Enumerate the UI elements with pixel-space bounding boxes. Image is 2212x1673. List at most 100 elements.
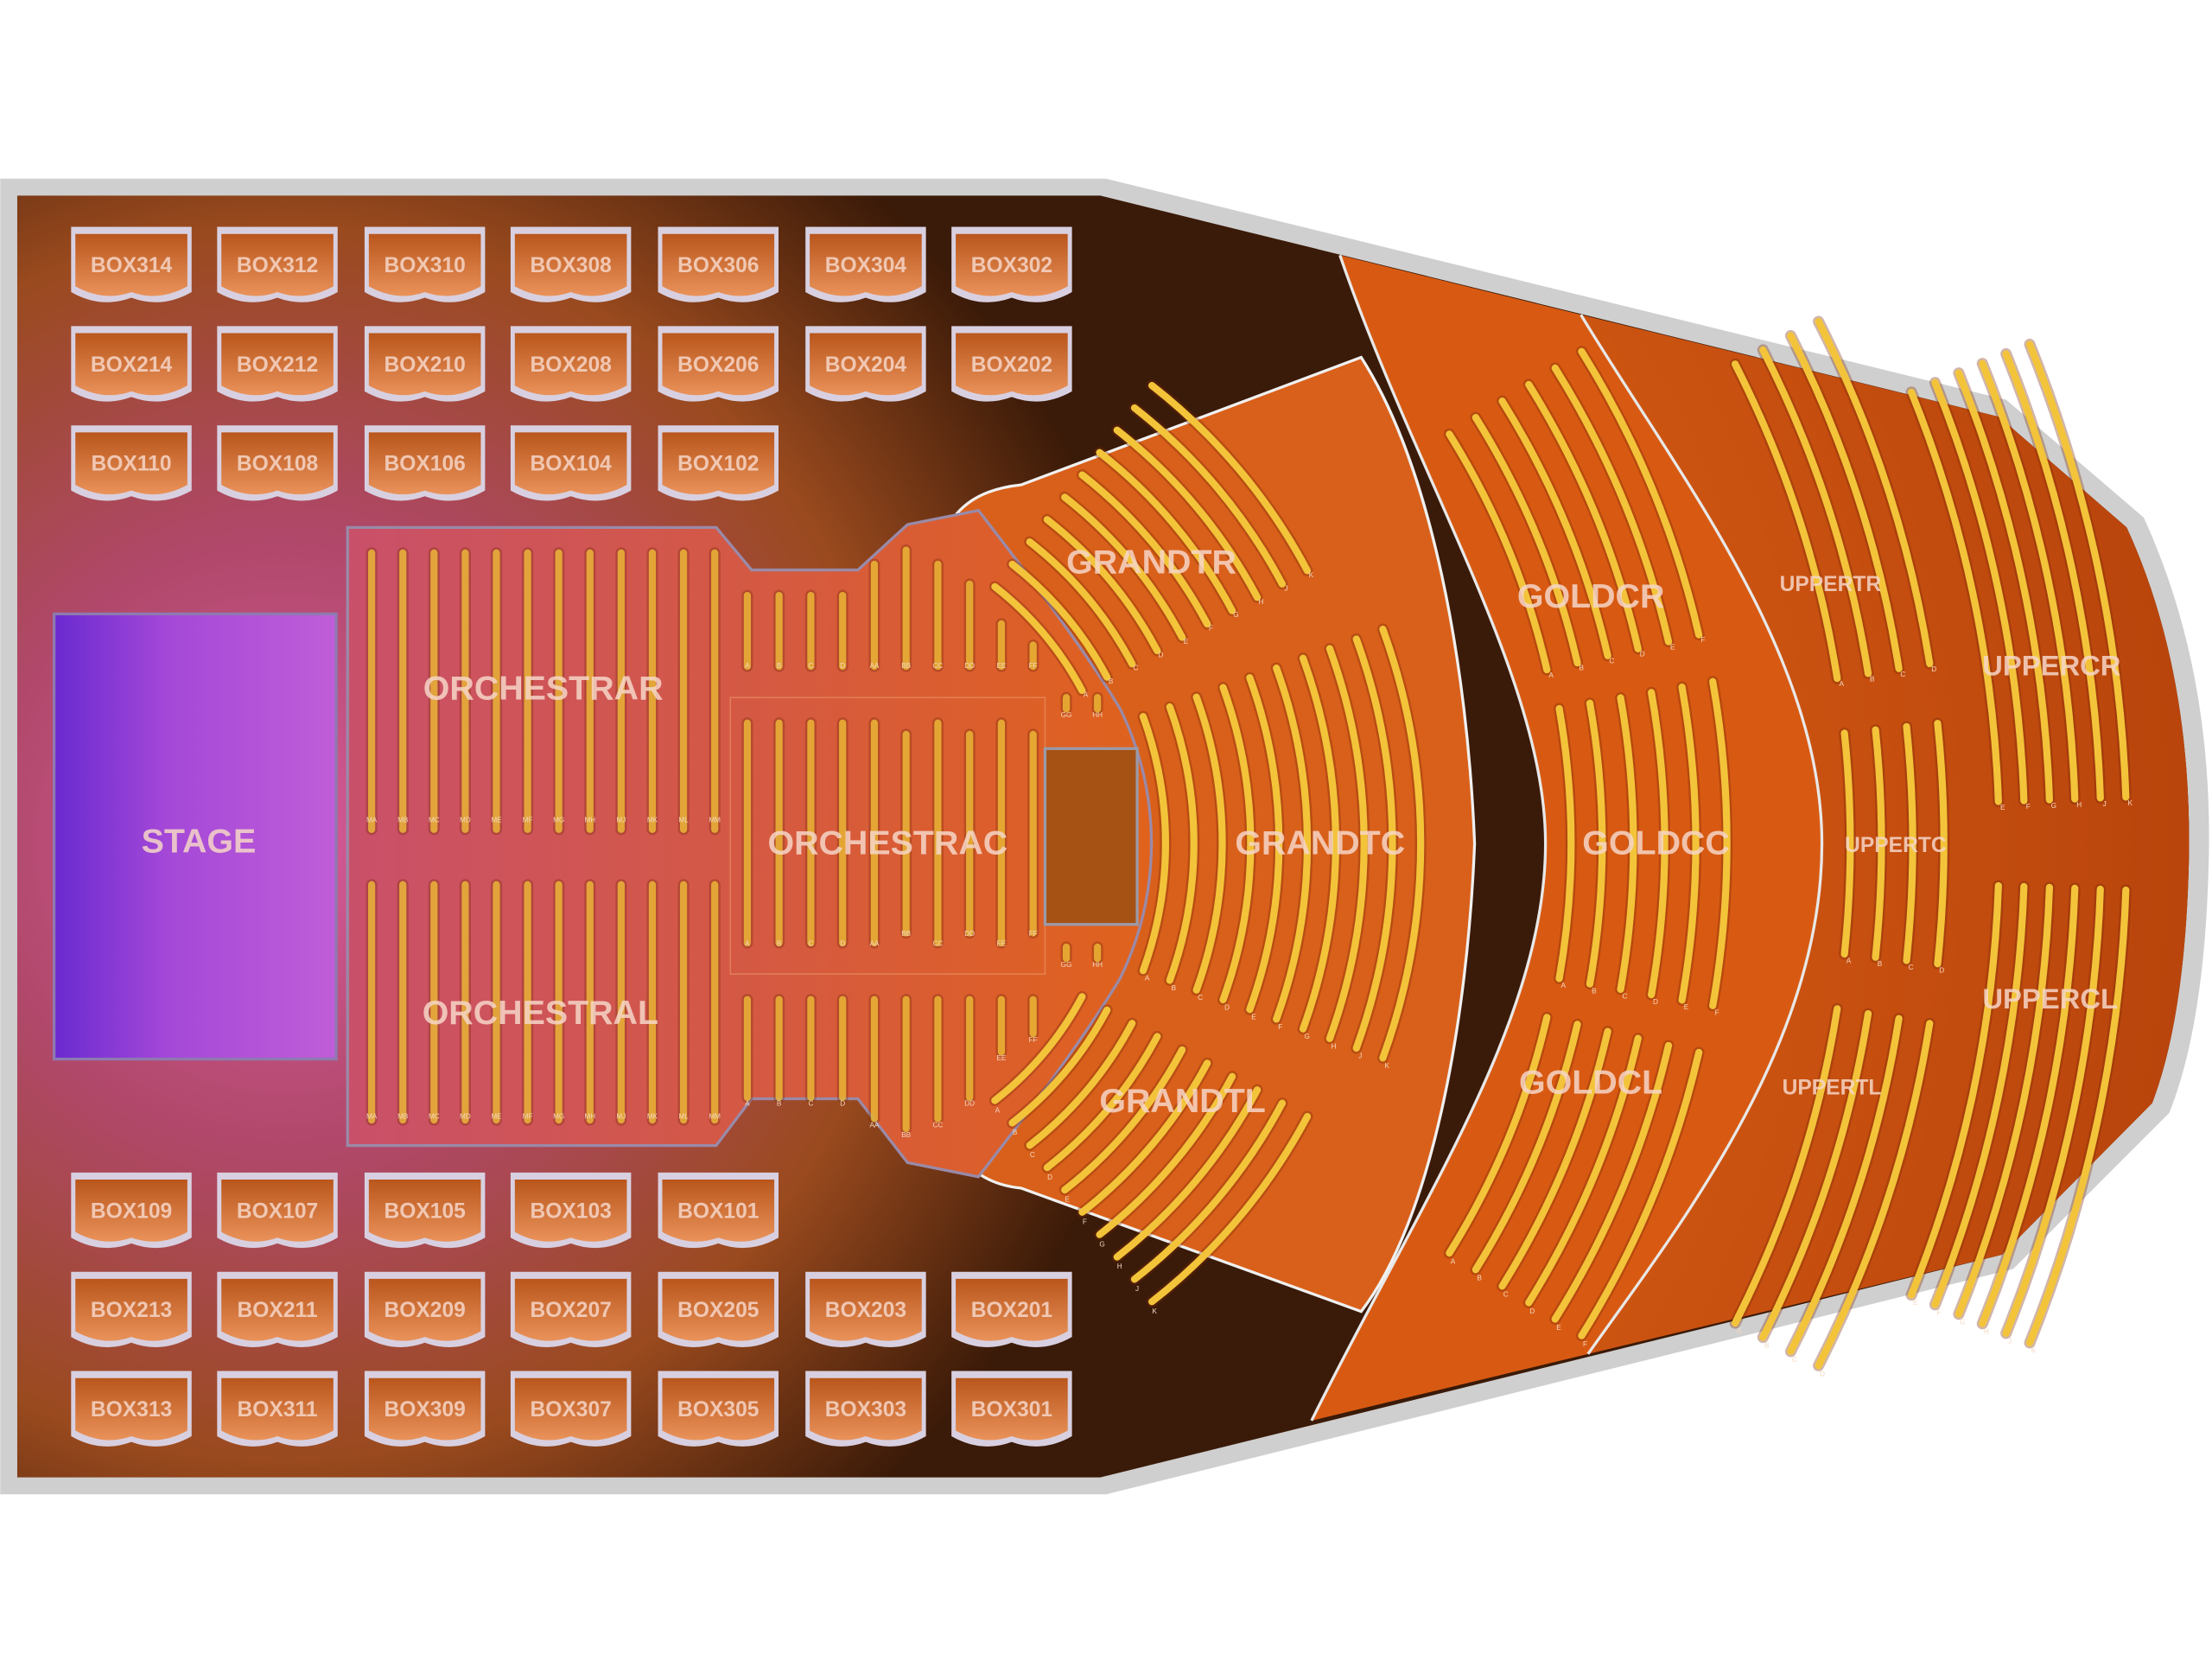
box-box301[interactable]: BOX301 xyxy=(951,1371,1072,1447)
seat-row[interactable] xyxy=(1471,1021,1581,1274)
box-box212[interactable]: BOX212 xyxy=(217,326,338,402)
box-box313[interactable]: BOX313 xyxy=(71,1371,192,1447)
box-box214[interactable]: BOX214 xyxy=(71,326,192,402)
seat-row[interactable] xyxy=(1043,1033,1161,1172)
seat-row[interactable] xyxy=(991,582,1086,695)
seat-row[interactable] xyxy=(1586,699,1606,988)
seat-row[interactable] xyxy=(1617,694,1637,993)
box-box102[interactable]: BOX102 xyxy=(658,425,779,501)
seat-row[interactable] xyxy=(1578,1048,1703,1339)
seat-row[interactable] xyxy=(1148,1112,1312,1306)
seat-row[interactable] xyxy=(1759,1009,1872,1341)
box-box202[interactable]: BOX202 xyxy=(951,326,1072,402)
seat-row[interactable] xyxy=(2025,886,2130,1346)
seat-row[interactable] xyxy=(1979,884,2079,1327)
seat-row[interactable] xyxy=(1525,1034,1642,1307)
seat-row[interactable] xyxy=(1498,398,1611,659)
seat-row[interactable] xyxy=(1096,448,1236,614)
seat-row[interactable] xyxy=(1446,430,1551,674)
seat-row[interactable] xyxy=(2002,885,2104,1337)
seat-row[interactable] xyxy=(1732,1005,1841,1327)
seat-row[interactable] xyxy=(1148,381,1312,575)
seat-row[interactable] xyxy=(1096,1072,1236,1238)
seat-row[interactable] xyxy=(1246,674,1283,1014)
seat-row[interactable] xyxy=(1379,626,1425,1062)
seat-row[interactable] xyxy=(1008,560,1111,681)
seat-row[interactable] xyxy=(1648,689,1669,999)
seat-row[interactable] xyxy=(1026,1020,1136,1149)
box-box109[interactable]: BOX109 xyxy=(71,1172,192,1249)
seat-row[interactable] xyxy=(1678,683,1700,1004)
box-box303[interactable]: BOX303 xyxy=(805,1371,926,1447)
seat-row[interactable] xyxy=(1299,654,1339,1033)
seat-row[interactable] xyxy=(1043,516,1161,655)
seat-row[interactable] xyxy=(1907,388,2002,805)
seat-row[interactable] xyxy=(2025,340,2130,801)
seat-row[interactable] xyxy=(1078,471,1211,628)
seat-row[interactable] xyxy=(1759,346,1872,677)
seat-row[interactable] xyxy=(1732,360,1841,683)
seat-row[interactable] xyxy=(1113,1086,1262,1261)
box-box302[interactable]: BOX302 xyxy=(951,226,1072,302)
box-box205[interactable]: BOX205 xyxy=(658,1271,779,1347)
seat-row[interactable] xyxy=(1955,369,2053,804)
seat-row[interactable] xyxy=(1471,414,1581,667)
box-box201[interactable]: BOX201 xyxy=(951,1271,1072,1347)
seat-row[interactable] xyxy=(1555,704,1575,983)
seat-row[interactable] xyxy=(1815,318,1934,668)
seat-row[interactable] xyxy=(1219,684,1255,1003)
seat-row[interactable] xyxy=(1578,347,1703,639)
box-box311[interactable]: BOX311 xyxy=(217,1371,338,1447)
box-box105[interactable]: BOX105 xyxy=(364,1172,486,1249)
seat-row[interactable] xyxy=(1008,1006,1111,1127)
box-box207[interactable]: BOX207 xyxy=(510,1271,632,1347)
box-box106[interactable]: BOX106 xyxy=(364,425,486,501)
section-label-orchestra-l[interactable]: ORCHESTRAL xyxy=(423,994,658,1032)
seat-row[interactable] xyxy=(1026,538,1136,668)
seat-row[interactable] xyxy=(1872,726,1885,961)
box-box305[interactable]: BOX305 xyxy=(658,1371,779,1447)
seat-row[interactable] xyxy=(1934,719,1948,968)
section-label-upper-tr[interactable]: UPPERTR xyxy=(1780,573,1882,596)
section-label-upper-cl[interactable]: UPPERCL xyxy=(1982,983,2118,1015)
box-box306[interactable]: BOX306 xyxy=(658,226,779,302)
seat-row[interactable] xyxy=(1078,1059,1211,1216)
seat-row[interactable] xyxy=(1325,645,1368,1042)
section-label-gold-cr[interactable]: GOLDCR xyxy=(1517,577,1665,615)
section-label-orchestra-r[interactable]: ORCHESTRAR xyxy=(423,669,664,707)
seat-row[interactable] xyxy=(1931,882,2028,1308)
box-box312[interactable]: BOX312 xyxy=(217,226,338,302)
seat-row[interactable] xyxy=(1192,693,1226,994)
gold-tier-area[interactable] xyxy=(1311,255,1822,1421)
box-box309[interactable]: BOX309 xyxy=(364,1371,486,1447)
seat-row[interactable] xyxy=(1709,677,1731,1009)
seat-row[interactable] xyxy=(1903,722,1916,964)
box-box307[interactable]: BOX307 xyxy=(510,1371,632,1447)
section-label-upper-tc[interactable]: UPPERTC xyxy=(1845,834,1947,857)
seat-row[interactable] xyxy=(1061,493,1186,641)
seat-row[interactable] xyxy=(1787,1015,1903,1355)
section-label-grand-tc[interactable]: GRANDTC xyxy=(1235,824,1405,862)
box-box110[interactable]: BOX110 xyxy=(71,425,192,501)
box-box213[interactable]: BOX213 xyxy=(71,1271,192,1347)
section-label-upper-tl[interactable]: UPPERTL xyxy=(1783,1077,1882,1100)
seat-row[interactable] xyxy=(1166,703,1198,984)
seat-row[interactable] xyxy=(1955,883,2053,1318)
seat-row[interactable] xyxy=(1061,1046,1186,1194)
seat-row[interactable] xyxy=(1815,1020,1934,1370)
seat-row[interactable] xyxy=(991,993,1086,1104)
section-label-grand-tr[interactable]: GRANDTR xyxy=(1066,543,1236,581)
seat-row[interactable] xyxy=(1979,359,2079,803)
box-box104[interactable]: BOX104 xyxy=(510,425,632,501)
box-box314[interactable]: BOX314 xyxy=(71,226,192,302)
box-box308[interactable]: BOX308 xyxy=(510,226,632,302)
box-box210[interactable]: BOX210 xyxy=(364,326,486,402)
section-label-gold-cl[interactable]: GOLDCL xyxy=(1519,1064,1662,1102)
section-label-grand-tl[interactable]: GRANDTL xyxy=(1099,1082,1265,1120)
box-box211[interactable]: BOX211 xyxy=(217,1271,338,1347)
seat-row[interactable] xyxy=(1498,1027,1611,1290)
seat-row[interactable] xyxy=(1130,1099,1287,1283)
box-box204[interactable]: BOX204 xyxy=(805,326,926,402)
seat-row[interactable] xyxy=(1931,378,2028,805)
box-box101[interactable]: BOX101 xyxy=(658,1172,779,1249)
